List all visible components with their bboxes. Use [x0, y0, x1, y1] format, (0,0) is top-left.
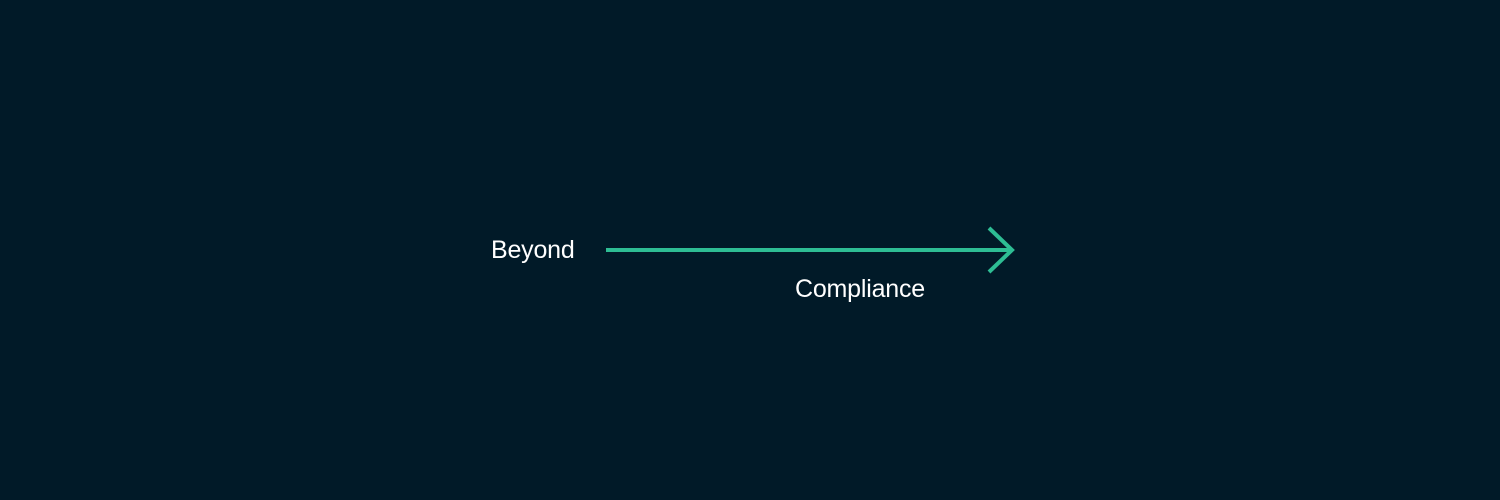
beyond-label: Beyond — [491, 236, 575, 264]
arrow-right-icon — [606, 226, 1015, 274]
compliance-label: Compliance — [795, 275, 926, 303]
arrow-head — [987, 226, 1015, 274]
